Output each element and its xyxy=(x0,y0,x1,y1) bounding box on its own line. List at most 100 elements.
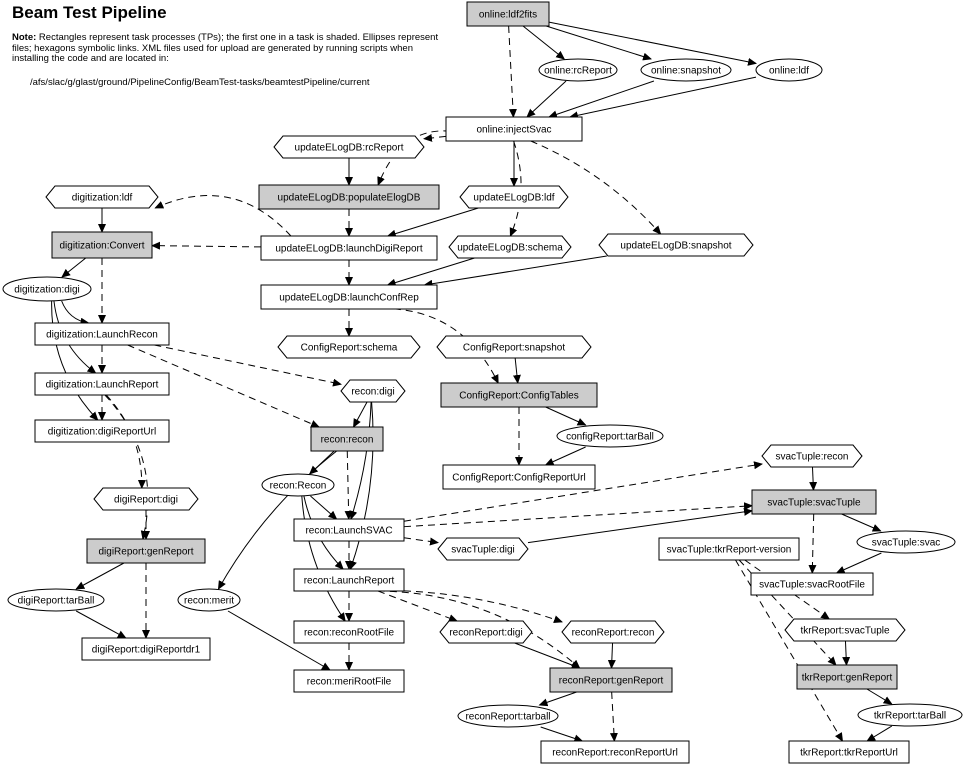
link-hexagon xyxy=(93,487,199,511)
node-dig-ldf: digitization:ldf xyxy=(45,185,159,209)
edge-dig-launch-recon-to-rc-digi xyxy=(154,344,342,387)
node-cr-schema: ConfigReport:schema xyxy=(277,335,421,359)
process-box xyxy=(34,322,170,346)
node-dr-digi: digiReport:digi xyxy=(93,487,199,511)
edge-rc-digi-to-rc-launch-svac xyxy=(349,401,372,520)
node-label: recon:Recon xyxy=(270,481,327,492)
node-label: svacTuple:svacTuple xyxy=(767,498,861,509)
edge-dig-launch-report-to-dr-gen-report xyxy=(104,394,149,540)
edge-rc-launch-svac-to-st-digi xyxy=(403,537,439,546)
node-label: reconReport:tarball xyxy=(465,712,550,723)
node-rc-launch-report: recon:LaunchReport xyxy=(293,568,405,592)
node-label: svacTuple:tkrReport-version xyxy=(667,545,792,556)
edge-online-ldf-to-inject-svac xyxy=(568,76,757,120)
edge-rc-report-to-inject-svac xyxy=(526,80,567,118)
edge-ldf2fits-to-rc-report xyxy=(522,25,566,60)
node-elog-snapshot: updateELogDB:snapshot xyxy=(598,233,754,257)
node-rc-merit: recon:merit xyxy=(177,588,241,612)
edge-rr-tarball-to-rr-recon-report-url xyxy=(540,726,584,743)
edge-elog-ldf-to-launch-digi-report xyxy=(386,207,479,238)
edge-launch-digi-report-to-dig-ldf xyxy=(154,195,292,237)
shaded-process-box xyxy=(751,489,877,515)
node-config-tables: ConfigReport:ConfigTables xyxy=(440,382,598,408)
node-label: digitization:digi xyxy=(14,285,80,296)
edge-dig-convert-to-dig-digi xyxy=(61,257,87,278)
page-title: Beam Test Pipeline xyxy=(12,3,167,22)
node-label: svacTuple:svac xyxy=(872,538,941,549)
node-dig-digi-report-url: digitization:digiReportUrl xyxy=(34,419,170,443)
node-label: reconReport:digi xyxy=(449,628,522,639)
node-label: reconReport:reconReportUrl xyxy=(552,748,678,759)
node-label: digitization:ldf xyxy=(72,193,133,204)
process-box xyxy=(658,537,800,561)
edge-rc-digi-to-rc-recon xyxy=(353,401,368,428)
node-label: configReport:tarBall xyxy=(566,432,654,443)
edge-rc-digi-to-rc-launch-report xyxy=(349,401,374,570)
link-hexagon xyxy=(436,335,592,359)
node-elog-rc-report: updateELogDB:rcReport xyxy=(273,135,425,159)
node-label: online:snapshot xyxy=(651,66,721,77)
node-label: updateELogDB:rcReport xyxy=(295,143,404,154)
node-tk-gen-report: tkrReport:genReport xyxy=(796,664,898,690)
node-rc-launch-svac: recon:LaunchSVAC xyxy=(293,518,405,542)
node-tk-tar-ball: tkrReport:tarBall xyxy=(857,703,963,727)
edge-rc-recon-to-rc-launch-svac xyxy=(310,495,338,520)
edge-ldf2fits-to-inject-svac xyxy=(508,25,517,118)
node-label: updateELogDB:launchDigiReport xyxy=(275,244,423,255)
process-box xyxy=(260,235,438,261)
edge-launch-conf-rep-to-config-tables xyxy=(369,308,499,384)
node-label: updateELogDB:populateElogDB xyxy=(278,193,421,204)
file-ellipse xyxy=(261,473,335,497)
node-populate-elog-db: updateELogDB:populateElogDB xyxy=(258,184,440,210)
process-box xyxy=(34,372,170,396)
node-label: reconReport:recon xyxy=(572,628,655,639)
node-snapshot: online:snapshot xyxy=(640,58,732,82)
node-label: ConfigReport:ConfigReportUrl xyxy=(452,473,585,484)
shaded-process-box xyxy=(86,538,206,564)
shaded-process-box xyxy=(51,231,153,259)
node-label: svacTuple:digi xyxy=(451,545,515,556)
file-ellipse xyxy=(538,58,618,82)
file-ellipse xyxy=(177,588,241,612)
edge-rc-launch-svac-to-st-recon xyxy=(403,461,763,522)
edge-dig-launch-recon-to-rc-recon xyxy=(127,344,320,428)
process-box xyxy=(293,669,405,693)
process-box xyxy=(540,740,690,764)
node-rc-recon: recon:recon xyxy=(310,426,384,452)
node-dig-convert: digitization:Convert xyxy=(51,231,153,259)
node-label: ConfigReport:ConfigTables xyxy=(459,391,579,402)
process-box xyxy=(81,637,211,661)
edge-tk-tar-ball-to-tk-tkr-report-url xyxy=(866,725,893,742)
node-rr-recon: reconReport:recon xyxy=(561,620,665,644)
process-box xyxy=(293,620,405,644)
node-label: digiReport:genReport xyxy=(98,547,193,558)
node-dig-launch-recon: digitization:LaunchRecon xyxy=(34,322,170,346)
node-label: digitization:Convert xyxy=(59,241,144,252)
file-ellipse xyxy=(857,703,963,727)
node-label: svacTuple:svacRootFile xyxy=(759,580,865,591)
edge-dig-digi-to-dig-launch-recon xyxy=(61,300,90,326)
node-tk-svac-tuple: tkrReport:svacTuple xyxy=(784,618,906,642)
file-ellipse xyxy=(640,58,732,82)
node-rc-recon-root-file: recon:reconRootFile xyxy=(293,620,405,644)
edge-st-recon-to-st-svac-tuple xyxy=(809,466,818,491)
node-label: tkrReport:tkrReportUrl xyxy=(800,748,898,759)
node-st-svac-root-file: svacTuple:svacRootFile xyxy=(750,572,874,596)
edge-elog-schema-to-launch-conf-rep xyxy=(386,257,475,287)
node-dr-tar-ball: digiReport:tarBall xyxy=(7,588,105,612)
edge-rc-launch-svac-to-st-svac-tuple xyxy=(403,502,753,528)
link-hexagon xyxy=(45,185,159,209)
edge-ldf2fits-to-snapshot xyxy=(545,25,652,61)
node-label: digiReport:digiReportdr1 xyxy=(92,645,201,656)
edge-dig-digi-to-dig-digi-report-url xyxy=(51,300,99,421)
edge-inject-svac-to-elog-snapshot xyxy=(530,140,662,235)
edge-rc-launch-report-to-rr-digi xyxy=(377,590,458,622)
node-label: recon:recon xyxy=(321,435,374,446)
edge-rc-recon-to-rc-launch-svac xyxy=(344,450,353,520)
link-hexagon xyxy=(273,135,425,159)
link-hexagon xyxy=(561,620,665,644)
node-cr-tar-ball: configReport:tarBall xyxy=(556,424,664,448)
edge-rc-merit-to-rc-merit-root-file xyxy=(227,610,331,671)
edge-ldf2fits-to-online-ldf xyxy=(548,21,757,66)
